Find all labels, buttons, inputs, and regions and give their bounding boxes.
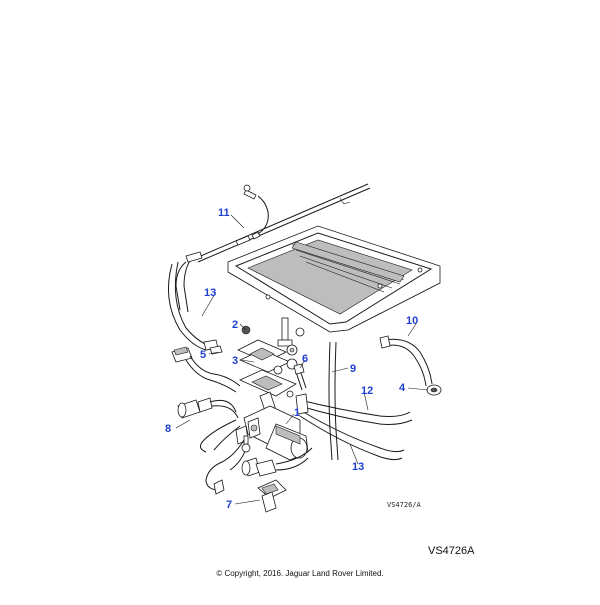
drain-tubes — [293, 341, 413, 461]
bracket-assembly — [237, 317, 305, 415]
callout-1: 1 — [294, 407, 300, 419]
callout-3: 3 — [232, 355, 238, 367]
crank-handle — [257, 479, 287, 513]
sunroof-frame — [227, 225, 441, 333]
callout-10: 10 — [406, 315, 418, 327]
callout-6: 6 — [302, 353, 308, 365]
callout-13-lower: 13 — [352, 461, 364, 473]
copyright-notice: © Copyright, 2016. Jaguar Land Rover Lim… — [216, 569, 384, 578]
callout-9: 9 — [350, 363, 356, 375]
sunroof-motor — [235, 405, 309, 461]
callout-2: 2 — [232, 319, 238, 331]
switch — [171, 345, 241, 393]
drain-hose — [379, 335, 442, 396]
drawing-reference: VS4726/A — [387, 501, 422, 509]
figure-reference: VS4726A — [428, 545, 475, 557]
callout-13-upper: 13 — [204, 287, 216, 299]
wiring-harness — [177, 397, 313, 495]
callout-7: 7 — [226, 499, 232, 511]
callouts: 11 13 2 3 5 6 9 10 4 12 1 8 13 7 — [165, 207, 418, 511]
cable-tube-left — [167, 261, 219, 351]
callout-5: 5 — [200, 349, 206, 361]
callout-12: 12 — [361, 385, 373, 397]
callout-8: 8 — [165, 423, 171, 435]
drain-rod — [175, 183, 371, 313]
callout-11: 11 — [218, 207, 230, 219]
callout-4: 4 — [399, 382, 406, 394]
leader-lines — [175, 214, 429, 505]
